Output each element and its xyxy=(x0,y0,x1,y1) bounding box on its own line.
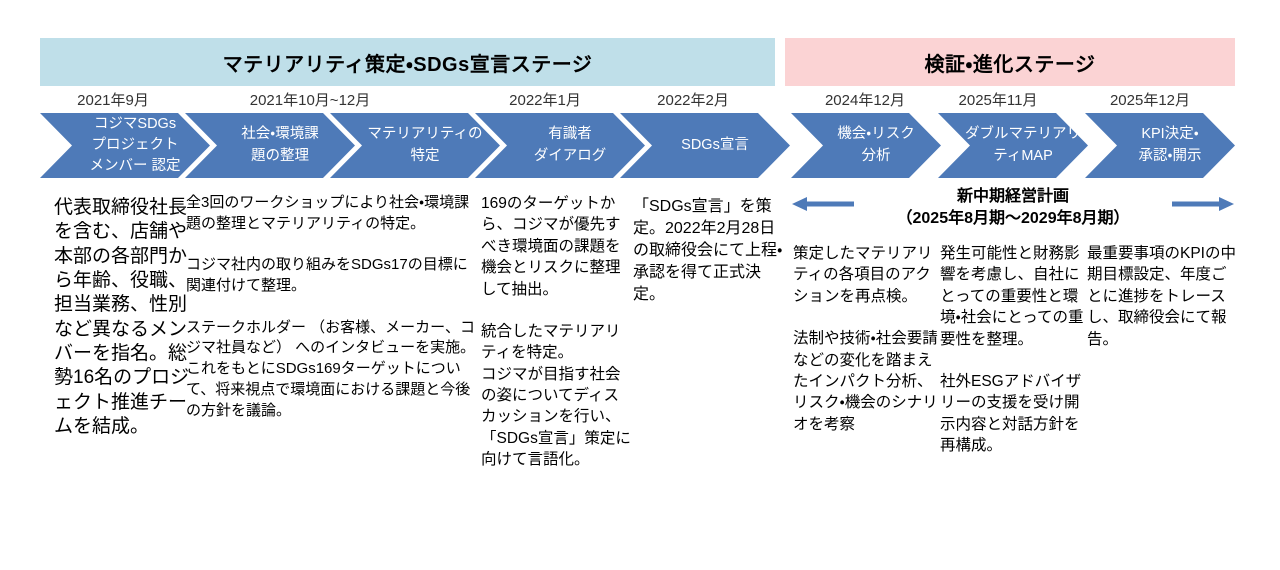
description-column-team-formation: 代表取締役社長を含む、店舗や本部の各部門から年齢、役職、担当業務、性別など異なる… xyxy=(54,196,190,439)
mid-term-plan-title: 新中期経営計画 xyxy=(956,188,1069,205)
stage-title: マテリアリティ策定・SDGs宣言ステージ xyxy=(222,53,593,76)
description-paragraph: 169のターゲットから、コジマが優先すべき環境面の課題を機会とリスクに整理して抽… xyxy=(481,195,621,298)
stage-title: 検証・進化ステージ xyxy=(924,53,1096,76)
stage-header-verification: 検証・進化ステージ xyxy=(785,38,1235,86)
timeline-date-2: 2021年10月~12月 xyxy=(249,92,371,109)
process-chevron-kpi-decision: KPI決定・ 承認・開示 xyxy=(1085,113,1235,178)
timeline-date-1: 2021年9月 xyxy=(77,92,149,109)
mid-term-plan-banner: 新中期経営計画 （2025年8月期～2029年8月期） xyxy=(790,186,1236,234)
stage-header-materiality: マテリアリティ策定・SDGs宣言ステージ xyxy=(40,38,775,86)
timeline-date-5: 2024年12月 xyxy=(824,92,906,109)
chevron-label: 社会・環境課 題の整理 xyxy=(241,126,319,164)
mid-term-plan-period: （2025年8月期～2029年8月期） xyxy=(896,210,1130,228)
description-column-target-extraction: 169のターゲットから、コジマが優先すべき環境面の課題を機会とリスクに整理して抽… xyxy=(481,193,634,471)
description-paragraph: ステークホルダー （お客様、メーカー、コジマ社員など） へのインタビューを実施。… xyxy=(186,318,476,419)
chevron-label: ダブルマテリアリ ティMAP xyxy=(965,126,1081,164)
description-paragraph: 発生可能性と財務影響を考慮し、自社にとっての重要性と環境・社会にとっての重要性を… xyxy=(940,245,1084,348)
chevron-label: コジマSDGs プロジェクト メンバー 認定 xyxy=(89,115,181,174)
process-chevron-member-certification: コジマSDGs プロジェクト メンバー 認定 xyxy=(40,113,210,178)
timeline-date-4: 2022年2月 xyxy=(657,92,729,109)
timeline-date-7: 2025年12月 xyxy=(1109,92,1191,109)
chevron-label: 有識者 ダイアログ xyxy=(533,126,607,164)
description-column-workshops: 全3回のワークショップにより社会・環境課題の整理とマテリアリティの特定。 コジマ… xyxy=(186,193,480,421)
description-column-declaration-approval: 「SDGs宣言」を策定。2022年2月28日の取締役会にて上程・承認を得て正式決… xyxy=(633,196,791,306)
description-paragraph: 最重要事項のKPIの中期目標設定、年度ごとに進捗をトレースし、取締役会にて報告。 xyxy=(1087,245,1236,348)
process-chevron-sdgs-declaration: SDGs宣言 xyxy=(620,113,790,178)
description-paragraph: 統合したマテリアリティを特定。 コジマが目指す社会の姿についてディスカッションを… xyxy=(481,322,631,469)
mid-term-plan-text: 新中期経営計画 （2025年8月期～2029年8月期） xyxy=(790,186,1236,231)
description-paragraph: 社外ESGアドバイザリーの支援を受け開示内容と対話方針を再構成。 xyxy=(940,372,1082,454)
chevron-label: KPI決定・ 承認・開示 xyxy=(1138,126,1202,164)
description-column-kpi-reporting: 最重要事項のKPIの中期目標設定、年度ごとに進捗をトレースし、取締役会にて報告。 xyxy=(1087,243,1237,350)
right-arrow-icon xyxy=(1172,197,1234,211)
description-paragraph: 策定したマテリアリティの各項目のアクションを再点検。 xyxy=(793,245,933,305)
chevron-label: 機会・リスク 分析 xyxy=(837,126,915,164)
process-chevron-expert-dialogue: 有識者 ダイアログ xyxy=(475,113,645,178)
chevron-label: SDGs宣言 xyxy=(681,136,749,153)
left-arrow-icon xyxy=(792,197,854,211)
description-paragraph: 「SDGs宣言」を策定。2022年2月28日の取締役会にて上程・承認を得て正式決… xyxy=(633,198,783,304)
description-paragraph: 法制や技術・社会要請などの変化を踏まえたインパクト分析、リスク・機会のシナリオを… xyxy=(793,330,938,433)
description-paragraph: コジマ社内の取り組みをSDGs17の目標に関連付けて整理。 xyxy=(186,256,468,295)
process-chevron-issue-organization: 社会・環境課 題の整理 xyxy=(185,113,355,178)
process-chevron-risk-analysis: 機会・リスク 分析 xyxy=(791,113,941,178)
description-paragraph: 代表取締役社長を含む、店舗や本部の各部門から年齢、役職、担当業務、性別など異なる… xyxy=(54,197,190,437)
description-column-action-review: 策定したマテリアリティの各項目のアクションを再点検。 法制や技術・社会要請などの… xyxy=(793,243,938,435)
description-column-importance-organization: 発生可能性と財務影響を考慮し、自社にとっての重要性と環境・社会にとっての重要性を… xyxy=(940,243,1087,456)
process-chevron-double-materiality-map: ダブルマテリアリ ティMAP xyxy=(938,113,1088,178)
process-chevron-materiality-identification: マテリアリティの 特定 xyxy=(330,113,500,178)
description-paragraph: 全3回のワークショップにより社会・環境課題の整理とマテリアリティの特定。 xyxy=(186,194,470,232)
chevron-label: マテリアリティの 特定 xyxy=(367,126,483,164)
timeline-date-6: 2025年11月 xyxy=(958,92,1038,109)
timeline-date-3: 2022年1月 xyxy=(509,92,581,109)
